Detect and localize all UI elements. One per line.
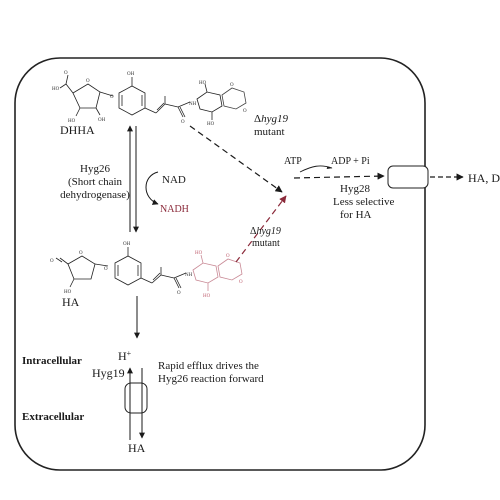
- atom-o: O: [230, 83, 234, 88]
- atom-o: O: [50, 259, 54, 264]
- atom-o: O: [239, 280, 243, 285]
- hyg28-desc-2: for HA: [340, 209, 372, 221]
- atom-ho: HO: [195, 251, 203, 256]
- atom-ho: HO: [52, 87, 60, 92]
- atom-o: O: [64, 71, 68, 76]
- hyg19-note-1: Rapid efflux drives the: [158, 360, 259, 372]
- nad-to-nadh-arrow: [145, 171, 159, 205]
- atom-oh: OH: [127, 72, 135, 77]
- adp-label: ADP + Pi: [331, 156, 370, 167]
- hyg28-desc-1: Less selective: [333, 196, 395, 208]
- hyg19-name: Hyg19: [92, 366, 125, 380]
- nadh-label: NADH: [160, 204, 189, 215]
- ha-atom-labels: O O HO O OH O NH HO HO O O: [50, 242, 243, 299]
- cell-membrane: [14, 57, 426, 471]
- hyg26-desc-1: (Short chain: [68, 176, 123, 188]
- atom-oh: OH: [123, 242, 131, 247]
- mutant-top-label: Δhyg19: [254, 113, 288, 125]
- atom-nh: NH: [189, 102, 197, 107]
- hyg28-name: Hyg28: [340, 183, 370, 195]
- atom-ho: HO: [68, 119, 76, 124]
- ha-export-dashed-arrow: [235, 195, 287, 263]
- ha-faded-sugar: [192, 254, 243, 291]
- atom-ho: HO: [203, 294, 211, 299]
- atom-o: O: [110, 95, 114, 100]
- atom-o: O: [226, 254, 230, 259]
- atom-o: O: [86, 79, 90, 84]
- dhha-export-dashed-arrow: [189, 125, 283, 193]
- mutant-bottom-label: Δhyg19: [250, 226, 281, 237]
- hyg19-transporter: [124, 382, 148, 414]
- atp-label: ATP: [284, 156, 302, 167]
- atom-o: O: [79, 251, 83, 256]
- hyg26-desc-2: dehydrogenase): [60, 189, 130, 201]
- atom-o: O: [243, 109, 247, 114]
- atom-oh: OH: [98, 118, 106, 123]
- mutant-top-word: mutant: [254, 126, 285, 138]
- dhha-structure: [59, 74, 247, 120]
- ha-label: HA: [62, 295, 80, 309]
- hyg26-name: Hyg26: [80, 163, 110, 175]
- atom-o: O: [181, 120, 185, 125]
- atom-nh: NH: [185, 273, 193, 278]
- mutant-bottom-word: mutant: [252, 238, 280, 249]
- atp-to-adp-arrow: [299, 165, 333, 173]
- atom-ho: HO: [207, 122, 215, 127]
- nad-label: NAD: [162, 174, 186, 186]
- proton-label: H+: [118, 349, 132, 363]
- ha-exported-label: HA: [128, 441, 146, 455]
- atom-ho: HO: [199, 81, 207, 86]
- ha-structure: [55, 247, 187, 289]
- intracellular-label: Intracellular: [22, 355, 82, 367]
- dhha-atom-labels: HO O O HO OH O OH O NH HO HO O O: [52, 71, 247, 127]
- to-hyg28-dashed-arrow: [293, 172, 385, 180]
- export-product-label: HA, DHHA: [468, 171, 500, 185]
- atom-ho: HO: [64, 290, 72, 295]
- extracellular-label: Extracellular: [22, 411, 84, 423]
- dhha-label: DHHA: [60, 123, 95, 137]
- hyg19-note-2: Hyg26 reaction forward: [158, 373, 264, 385]
- atom-o: O: [104, 267, 108, 272]
- hyg28-transporter: [387, 165, 429, 189]
- atom-o: O: [177, 291, 181, 296]
